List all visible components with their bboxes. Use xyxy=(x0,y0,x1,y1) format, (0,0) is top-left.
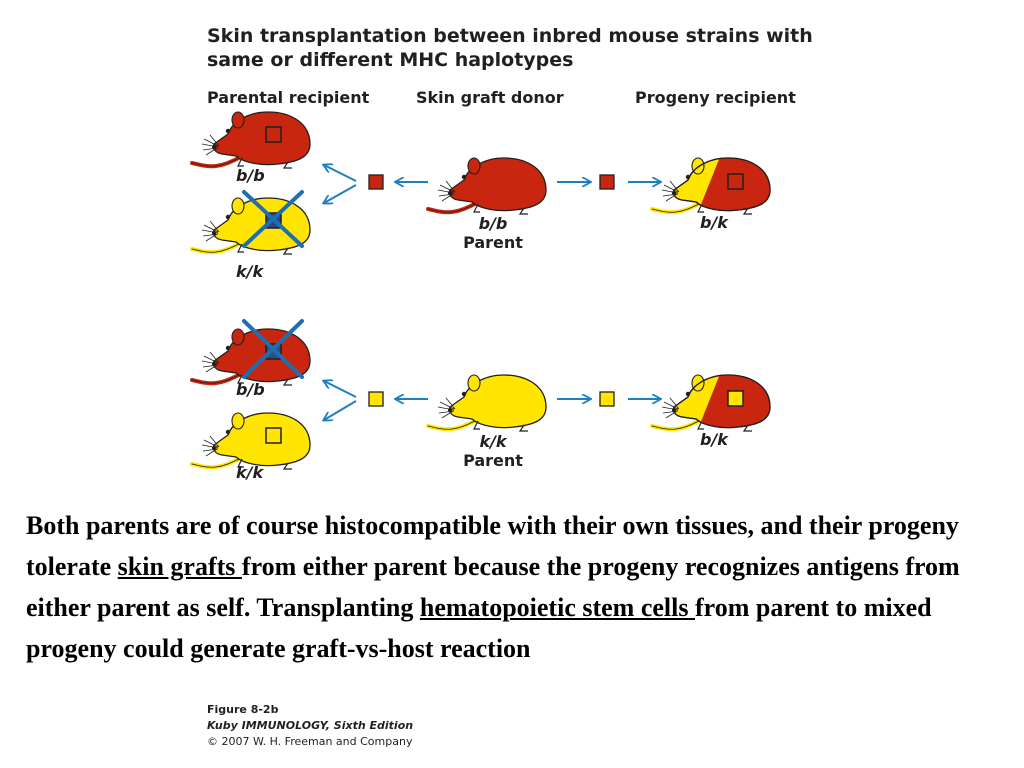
copyright: © 2007 W. H. Freeman and Company xyxy=(207,735,413,748)
column-header-progeny-recipient: Progeny recipient xyxy=(635,88,796,107)
genotype-label-recipient-kk-row1: k/k xyxy=(236,262,264,281)
skin-grafts-link[interactable]: skin grafts xyxy=(117,552,242,581)
rejection-x-icon xyxy=(242,319,304,379)
book-title: Kuby IMMUNOLOGY, Sixth Edition xyxy=(207,719,414,732)
genotype-label-recipient-bb-row2: b/b xyxy=(236,380,265,399)
graft-square-left-row1 xyxy=(368,174,384,190)
mouse-bb-donor xyxy=(428,158,546,214)
accepted-graft xyxy=(265,126,282,143)
genotype-label-recipient-bb-row1: b/b xyxy=(236,166,265,185)
mouse-kk-donor xyxy=(428,375,546,431)
mouse-bb-recipient-row1 xyxy=(192,112,310,168)
explanation-paragraph: Both parents are of course histocompatib… xyxy=(26,505,1001,669)
accepted-graft xyxy=(265,427,282,444)
genotype-label-progeny-row1: b/k xyxy=(700,213,728,232)
genotype-label-donor-row1: b/b Parent xyxy=(462,214,524,252)
donor-genotype: b/b xyxy=(478,214,508,233)
mouse-bb-recipient-row2 xyxy=(192,319,310,385)
column-header-parental-recipient: Parental recipient xyxy=(207,88,370,107)
mouse-kk-recipient-row1 xyxy=(192,190,310,254)
genotype-label-donor-row2: k/k Parent xyxy=(462,432,524,470)
explanation-part-3: from parent to mixed progeny could gener… xyxy=(26,593,932,663)
genotype-label-recipient-kk-row2: k/k xyxy=(236,463,264,482)
split-arrows-row2 xyxy=(324,381,357,420)
transplant-diagram xyxy=(0,0,1024,500)
donor-label: Parent xyxy=(463,451,523,470)
rejection-x-icon xyxy=(242,190,304,248)
accepted-graft xyxy=(727,390,744,407)
split-arrows-row1 xyxy=(324,165,357,203)
column-header-skin-graft-donor: Skin graft donor xyxy=(416,88,564,107)
explanation-part-2: from either parent because the progeny r… xyxy=(26,552,960,622)
hematopoietic-stem-cells-link[interactable]: hematopoietic stem cells xyxy=(419,593,695,622)
figure-credit: Figure 8-2b Kuby IMMUNOLOGY, Sixth Editi… xyxy=(207,702,413,750)
mouse-kk-recipient-row2 xyxy=(192,413,310,469)
figure-title-line-1: Skin transplantation between inbred mous… xyxy=(207,25,813,47)
accepted-graft xyxy=(727,173,744,190)
genotype-label-progeny-row2: b/k xyxy=(700,430,728,449)
mouse-bk-progeny-row1 xyxy=(652,142,782,222)
figure-title-line-2: same or different MHC haplotypes xyxy=(207,49,574,71)
donor-label: Parent xyxy=(463,233,523,252)
figure-title: Skin transplantation between inbred mous… xyxy=(207,24,847,72)
mouse-bk-progeny-row2 xyxy=(652,359,782,439)
graft-square-left-row2 xyxy=(368,391,384,407)
graft-square-right-row2 xyxy=(599,391,615,407)
donor-genotype: k/k xyxy=(479,432,507,451)
graft-square-right-row1 xyxy=(599,174,615,190)
figure-number: Figure 8-2b xyxy=(207,703,279,716)
explanation-part-1: Both parents are of course histocompatib… xyxy=(26,511,959,581)
